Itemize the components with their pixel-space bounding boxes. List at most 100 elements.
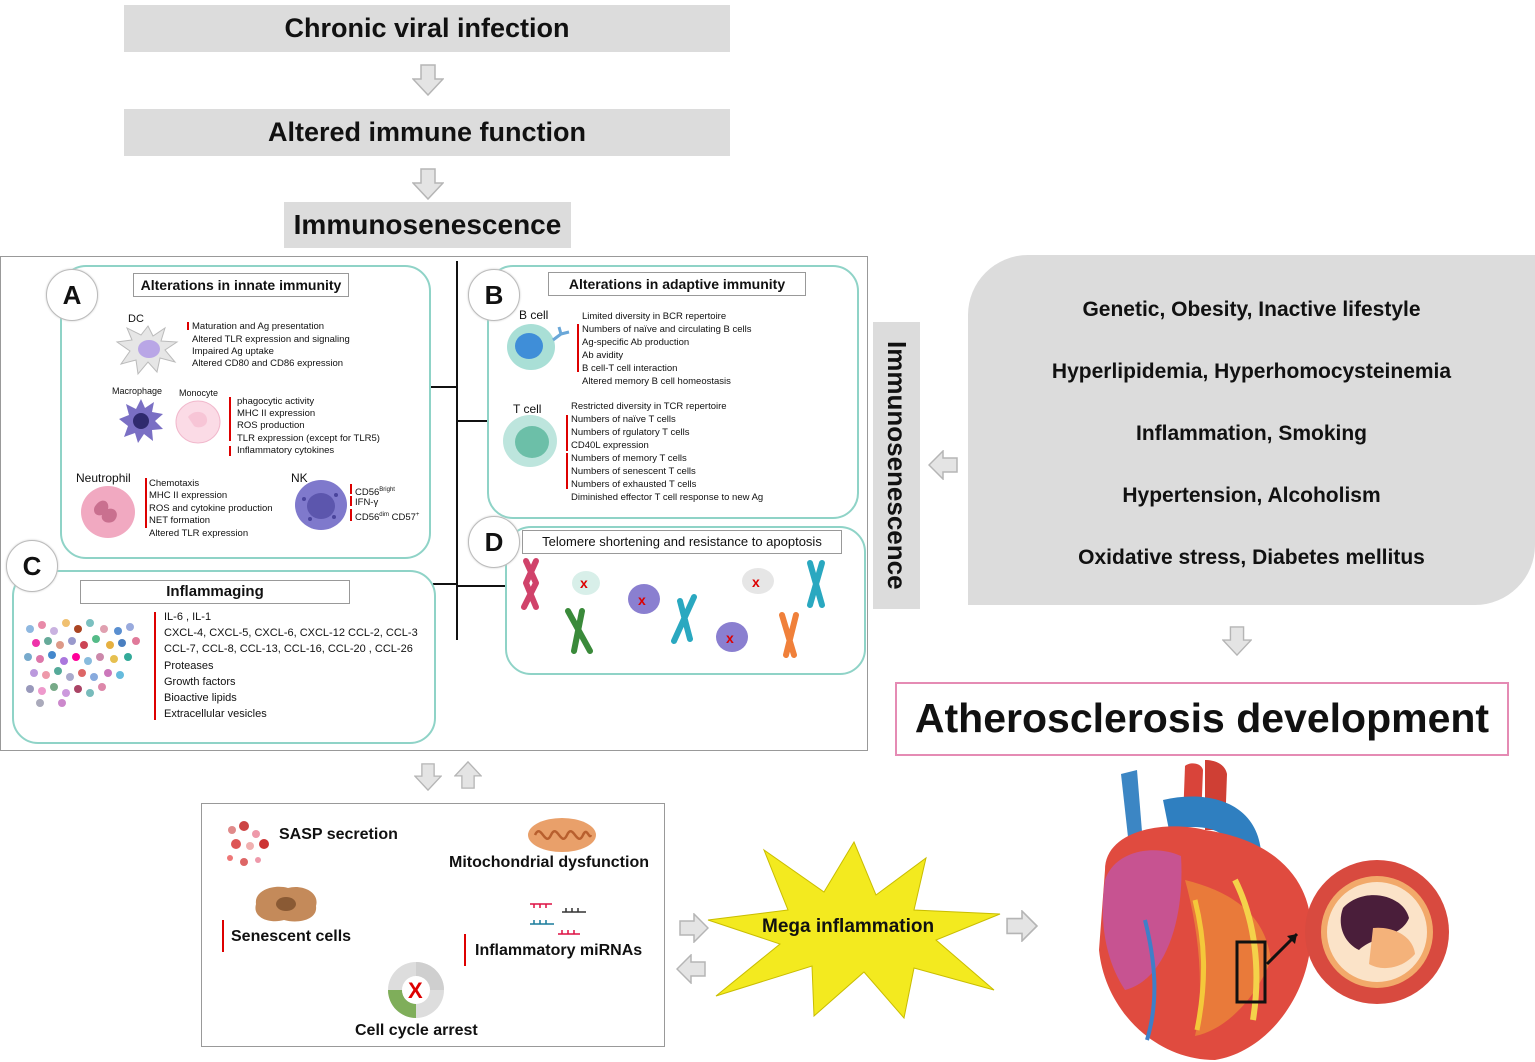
chromosome-icon [521,558,539,610]
panel-a-title: Alterations in innate immunity [133,273,349,297]
mirna-label: Inflammatory miRNAs [475,942,643,959]
risk-factor-5: Oxidative stress, Diabetes mellitus [1078,546,1425,569]
side-label-box [873,322,920,609]
svg-text:x: x [752,574,760,590]
flow-step-1: Chronic viral infection [124,5,730,52]
b-cell-label: B cell [519,308,549,322]
left-arrow-icon [676,954,706,984]
mitochondria-icon [528,818,596,852]
monocyte-text-4: TLR expression (except for TLR5) [237,433,380,444]
chromosome-icon [779,612,799,658]
down-arrow-icon [145,478,147,528]
panel-b-badge: B [468,269,520,321]
neutrophil-text-3: ROS and cytokine production [149,503,273,514]
nk-cell-icon [295,480,347,530]
cycle-label: Cell cycle arrest [355,1022,478,1039]
b-cell-icon [507,324,570,370]
up-arrow-icon [350,509,352,521]
up-arrow-icon [464,934,466,966]
senescent-cell-icon [255,886,317,922]
inflammaging-text-2: CXCL-4, CXCL-5, CXCL-6, CXCL-12 CCL-2, C… [164,627,418,639]
side-label: Immunosenescence [882,341,912,590]
panel-connectors [427,261,505,640]
cell-cycle-icon: X [388,962,444,1018]
chromosome-icon [807,560,825,608]
tcell-text-6: Numbers of senescent T cells [571,466,696,477]
bcell-text-3: Ag-specific Ab production [582,337,690,348]
bcell-text-2: Numbers of naïve and circulating B cells [582,324,752,335]
tcell-text-5: Numbers of memory T cells [571,453,687,464]
flow-step-2: Altered immune function [124,109,730,156]
dc-text-4: Altered CD80 and CD86 expression [192,358,344,369]
svg-text:x: x [580,575,588,591]
down-arrow-icon [412,168,444,200]
risk-factor-3: Inflammation, Smoking [1135,422,1368,445]
monocyte-text-2: MHC II expression [237,408,316,419]
senescence-box [201,803,665,1047]
svg-text:X: X [408,978,423,1003]
tcell-text-3: Numbers of rgulatory T cells [571,427,690,438]
up-arrow-icon [229,446,231,456]
risk-factors-box [968,255,1535,605]
tcell-text-4: CD40L expression [571,440,649,451]
apoptotic-cell-icon: x [628,584,660,614]
monocyte-text-3: ROS production [237,420,305,431]
risk-factor-4: Hypertension, Alcoholism [1122,484,1381,507]
down-arrow-icon [414,762,442,792]
outcome-title: Atherosclerosis development [895,682,1509,756]
mito-label: Mitochondrial dysfunction [449,854,649,871]
macrophage-cell-icon [119,399,163,443]
inflammaging-text-3: CCL-7, CCL-8, CCL-13, CCL-16, CCL-20 , C… [164,643,413,655]
risk-factor-2: Hyperlipidemia, Hyperhomocysteinemia [1051,360,1452,383]
flow-step-3: Immunosenescence [284,202,571,248]
nk-text-1: CD56Bright [355,487,395,499]
right-arrow-icon [679,913,709,943]
dc-cell-icon [115,325,179,376]
immunosenescence-box [0,256,868,751]
bcell-text-1: Limited diversity in BCR repertoire [582,311,727,322]
dc-text-3: Impaired Ag uptake [192,346,274,357]
tcell-text-2: Numbers of naïve T cells [571,414,676,425]
monocyte-text-5: Inflammatory cytokines [237,445,335,456]
nk-text-2: IFN-γ [355,497,379,508]
risk-factor-1: Genetic, Obesity, Inactive lifestyle [1082,298,1421,321]
chromosome-icon [565,608,593,654]
neutrophil-text-4: NET formation [149,515,211,526]
heart-illustration [1099,760,1312,1060]
down-arrow-icon [350,496,352,506]
bcell-text-4: Ab avidity [582,350,624,361]
left-arrow-icon [928,450,958,480]
down-arrow-icon [187,322,189,330]
macrophage-label: Macrophage [112,386,163,396]
up-arrow-icon [566,453,568,489]
chromosome-icons: x x x x [521,558,825,658]
inflammaging-text-4: Proteases [164,660,214,672]
down-arrow-icon [566,415,568,451]
up-arrow-icon [350,484,352,494]
svg-text:x: x [638,592,646,608]
panel-d-title: Telomere shortening and resistance to ap… [522,530,842,554]
svg-text:x: x [726,630,734,646]
down-arrow-icon [229,397,231,441]
tcell-text-8: Diminished effector T cell response to n… [571,492,764,503]
inflammaging-text-5: Growth factors [164,676,236,688]
panel-d-badge: D [468,516,520,568]
monocyte-text-1: phagocytic activity [237,396,315,407]
panel-b-title: Alterations in adaptive immunity [548,272,806,296]
neutrophil-text-5: Altered TLR expression [149,528,249,539]
inflammaging-text-6: Bioactive lipids [164,692,237,704]
apoptotic-cell-icon: x [716,622,748,652]
nk-text-3: CD56dim CD57+ [355,512,420,524]
neutrophil-cell-icon [81,486,135,538]
panel-a-badge: A [46,269,98,321]
dc-label: DC [128,313,144,325]
inflammaging-text-1: IL-6 , IL-1 [164,611,212,623]
bcell-text-5: B cell-T cell interaction [582,363,678,374]
up-arrow-icon [454,760,482,790]
inflammaging-text-7: Extracellular vesicles [164,708,267,720]
neutrophil-text-1: Chemotaxis [149,478,200,489]
right-arrow-icon [1006,910,1038,942]
sasp-label: SASP secretion [279,826,398,843]
monocyte-cell-icon [175,400,221,444]
panel-adaptive [487,265,859,519]
